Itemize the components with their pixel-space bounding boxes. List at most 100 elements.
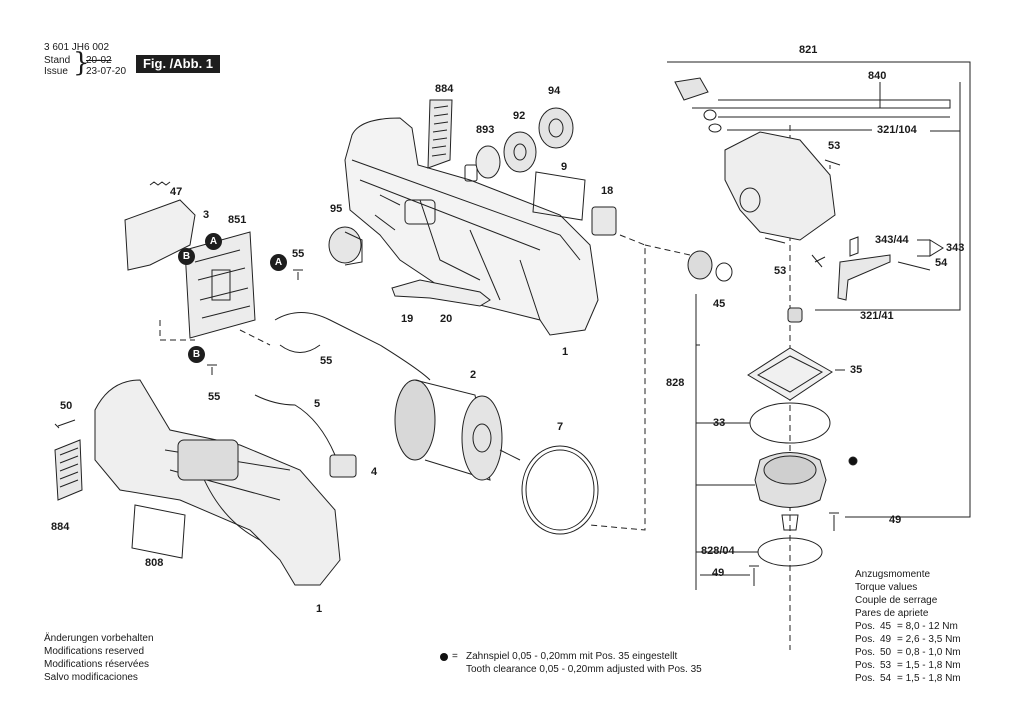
- footer-line-fr: Modifications réservées: [44, 659, 150, 670]
- callout-94: 94: [548, 85, 561, 97]
- brace-glyph: }: [73, 48, 90, 78]
- footnote-line2: Tooth clearance 0,05 - 0,20mm adjusted w…: [466, 664, 702, 675]
- callout-50: 50: [60, 400, 73, 412]
- callout-18: 18: [601, 185, 614, 197]
- callout-95: 95: [330, 203, 343, 215]
- callout-851: 851: [228, 214, 247, 226]
- tooth-clearance-marker: [848, 456, 858, 466]
- part-number: 3 601 JH6 002: [44, 42, 110, 53]
- lever-19-20: [391, 279, 491, 307]
- callout-884-lower: 884: [51, 521, 70, 533]
- callout-7: 7: [557, 421, 564, 433]
- torque-num: 54: [880, 673, 892, 684]
- callout-92: 92: [513, 110, 526, 122]
- retaining-ring-7: [521, 445, 599, 535]
- callout-343-44: 343/44: [875, 234, 909, 246]
- wiring-harness: [274, 312, 431, 381]
- figure-title: Fig. /Abb. 1: [136, 55, 220, 73]
- fan-92: [475, 131, 537, 179]
- torque-title-en: Torque values: [855, 582, 918, 593]
- callout-828-04: 828/04: [701, 545, 735, 557]
- torque-pos: Pos.: [855, 634, 876, 645]
- callout-4: 4: [371, 466, 378, 478]
- label-808: [131, 504, 186, 559]
- group-brackets: [667, 61, 971, 590]
- torque-val: = 1,5 - 1,8 Nm: [897, 660, 961, 671]
- electronics-board-851: [184, 231, 256, 339]
- screws-55: [207, 269, 303, 375]
- callout-9: 9: [561, 161, 568, 173]
- vent-grille-upper: [427, 99, 453, 169]
- motor-2: [394, 379, 521, 481]
- footer-line-de: Änderungen vorbehalten: [44, 633, 154, 644]
- callout-808: 808: [145, 557, 164, 569]
- callout-33: 33: [713, 417, 726, 429]
- bearing-plate-94: [538, 107, 574, 149]
- footer-line-es: Salvo modificaciones: [44, 672, 138, 683]
- callout-49-left: 49: [712, 567, 725, 579]
- spring-47: [149, 181, 171, 186]
- connector-4: [329, 454, 357, 478]
- callout-321-104: 321/104: [877, 124, 917, 136]
- callout-343: 343: [946, 242, 965, 254]
- screw-50: [54, 419, 76, 429]
- callout-884: 884: [435, 83, 454, 95]
- callout-47: 47: [170, 186, 183, 198]
- torque-pos: Pos.: [855, 647, 876, 658]
- torque-pos: Pos.: [855, 621, 876, 632]
- cap-95: [328, 226, 363, 266]
- marker-b-board: B: [178, 248, 195, 265]
- callout-49-right: 49: [889, 514, 902, 526]
- stand-label: Stand: [44, 55, 71, 66]
- bullet-dot-icon: [440, 653, 448, 661]
- torque-title-es: Pares de apriete: [855, 608, 929, 619]
- callout-821: 821: [799, 44, 818, 56]
- housing-shell-lower: [94, 379, 341, 586]
- marker-a-screw: A: [270, 254, 287, 271]
- torque-num: 49: [880, 634, 892, 645]
- marker-b-screw: B: [188, 346, 205, 363]
- torque-val: = 8,0 - 12 Nm: [897, 621, 958, 632]
- callout-55-low: 55: [208, 391, 221, 403]
- callout-54: 54: [935, 257, 948, 269]
- callout-828: 828: [666, 377, 685, 389]
- callout-45: 45: [713, 298, 726, 310]
- torque-pos: Pos.: [855, 673, 876, 684]
- torque-val: = 1,5 - 1,8 Nm: [897, 673, 961, 684]
- issue-value: 23-07-20: [86, 66, 127, 77]
- callout-55-mid: 55: [320, 355, 333, 367]
- marker-a-board: A: [205, 233, 222, 250]
- callout-1-upper: 1: [562, 346, 569, 358]
- torque-val: = 0,8 - 1,0 Nm: [897, 647, 961, 658]
- callout-20: 20: [440, 313, 453, 325]
- switch-18: [591, 206, 617, 236]
- torque-num: 45: [880, 621, 892, 632]
- callout-19: 19: [401, 313, 414, 325]
- callout-53-top: 53: [828, 140, 841, 152]
- housing-shell-upper: [344, 117, 599, 336]
- footnote-line1: Zahnspiel 0,05 - 0,20mm mit Pos. 35 eing…: [466, 651, 678, 662]
- stand-value: 20-02: [86, 55, 112, 66]
- callout-1-lower: 1: [316, 603, 323, 615]
- footnote-eq: =: [452, 651, 458, 662]
- vent-grille-lower: [54, 439, 83, 501]
- callout-2: 2: [470, 369, 477, 381]
- torque-num: 53: [880, 660, 892, 671]
- callout-3: 3: [203, 209, 210, 221]
- callout-35: 35: [850, 364, 863, 376]
- torque-num: 50: [880, 647, 892, 658]
- issue-label: Issue: [44, 66, 68, 77]
- callout-5: 5: [314, 398, 321, 410]
- torque-val: = 2,6 - 3,5 Nm: [897, 634, 961, 645]
- callout-893: 893: [476, 124, 495, 136]
- part-893: [464, 164, 478, 182]
- bracket-3: [124, 199, 196, 271]
- label-plate-9: [532, 171, 586, 221]
- callout-55-top: 55: [292, 248, 305, 260]
- callout-321-41: 321/41: [860, 310, 894, 322]
- torque-pos: Pos.: [855, 660, 876, 671]
- cable-5: [254, 394, 336, 456]
- gear-head-assembly: [674, 77, 931, 586]
- callout-840: 840: [868, 70, 887, 82]
